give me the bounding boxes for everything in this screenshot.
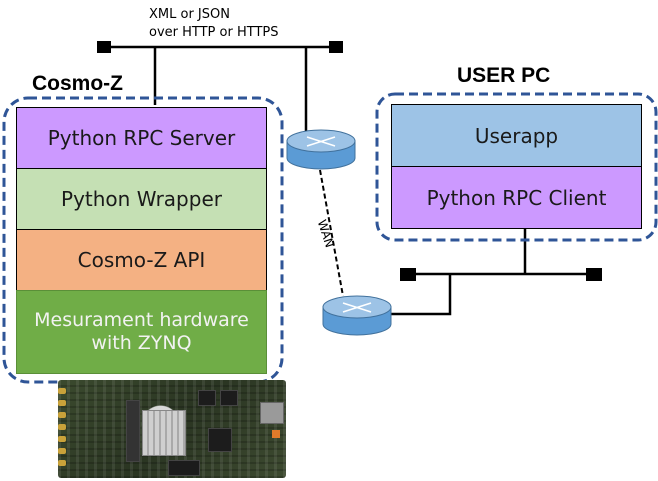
protocol-note-line2: over HTTP or HTTPS [149, 24, 279, 40]
userapp-label: Userapp [474, 123, 559, 148]
router2-drop-line [390, 274, 452, 316]
python-rpc-server-layer: Python RPC Server [16, 107, 267, 169]
cosmoz-group-border [2, 96, 284, 384]
router-icon [286, 129, 356, 170]
bottom-bus-terminator-right [586, 268, 602, 281]
zynq-board-image [58, 380, 286, 478]
cosmoz-title: Cosmo-Z [32, 72, 123, 95]
cosmoz-api-label: Cosmo-Z API [77, 248, 206, 272]
measurement-hardware-label-line1: Mesurament hardware [34, 309, 249, 332]
router-icon [322, 295, 392, 336]
top-bus-terminator-left [97, 41, 111, 53]
python-wrapper-layer: Python Wrapper [16, 168, 267, 230]
userapp-layer: Userapp [391, 104, 642, 167]
bottom-bus-terminator-left [400, 268, 416, 281]
cosmoz-api-layer: Cosmo-Z API [16, 229, 267, 291]
python-wrapper-label: Python Wrapper [61, 187, 222, 211]
measurement-hardware-layer: Mesurament hardware with ZYNQ [16, 290, 267, 374]
measurement-hardware-label-line2: with ZYNQ [91, 332, 192, 354]
top-bus-terminator-right [329, 41, 343, 53]
python-rpc-client-label: Python RPC Client [426, 185, 607, 210]
python-rpc-client-layer: Python RPC Client [391, 166, 642, 229]
python-rpc-server-label: Python RPC Server [47, 126, 236, 150]
userpc-title: USER PC [457, 64, 551, 87]
protocol-note-line1: XML or JSON [149, 7, 230, 22]
userpc-group-border [375, 92, 658, 242]
protocol-note: XML or JSON over HTTP or HTTPS [149, 6, 278, 41]
wan-link [319, 169, 344, 297]
